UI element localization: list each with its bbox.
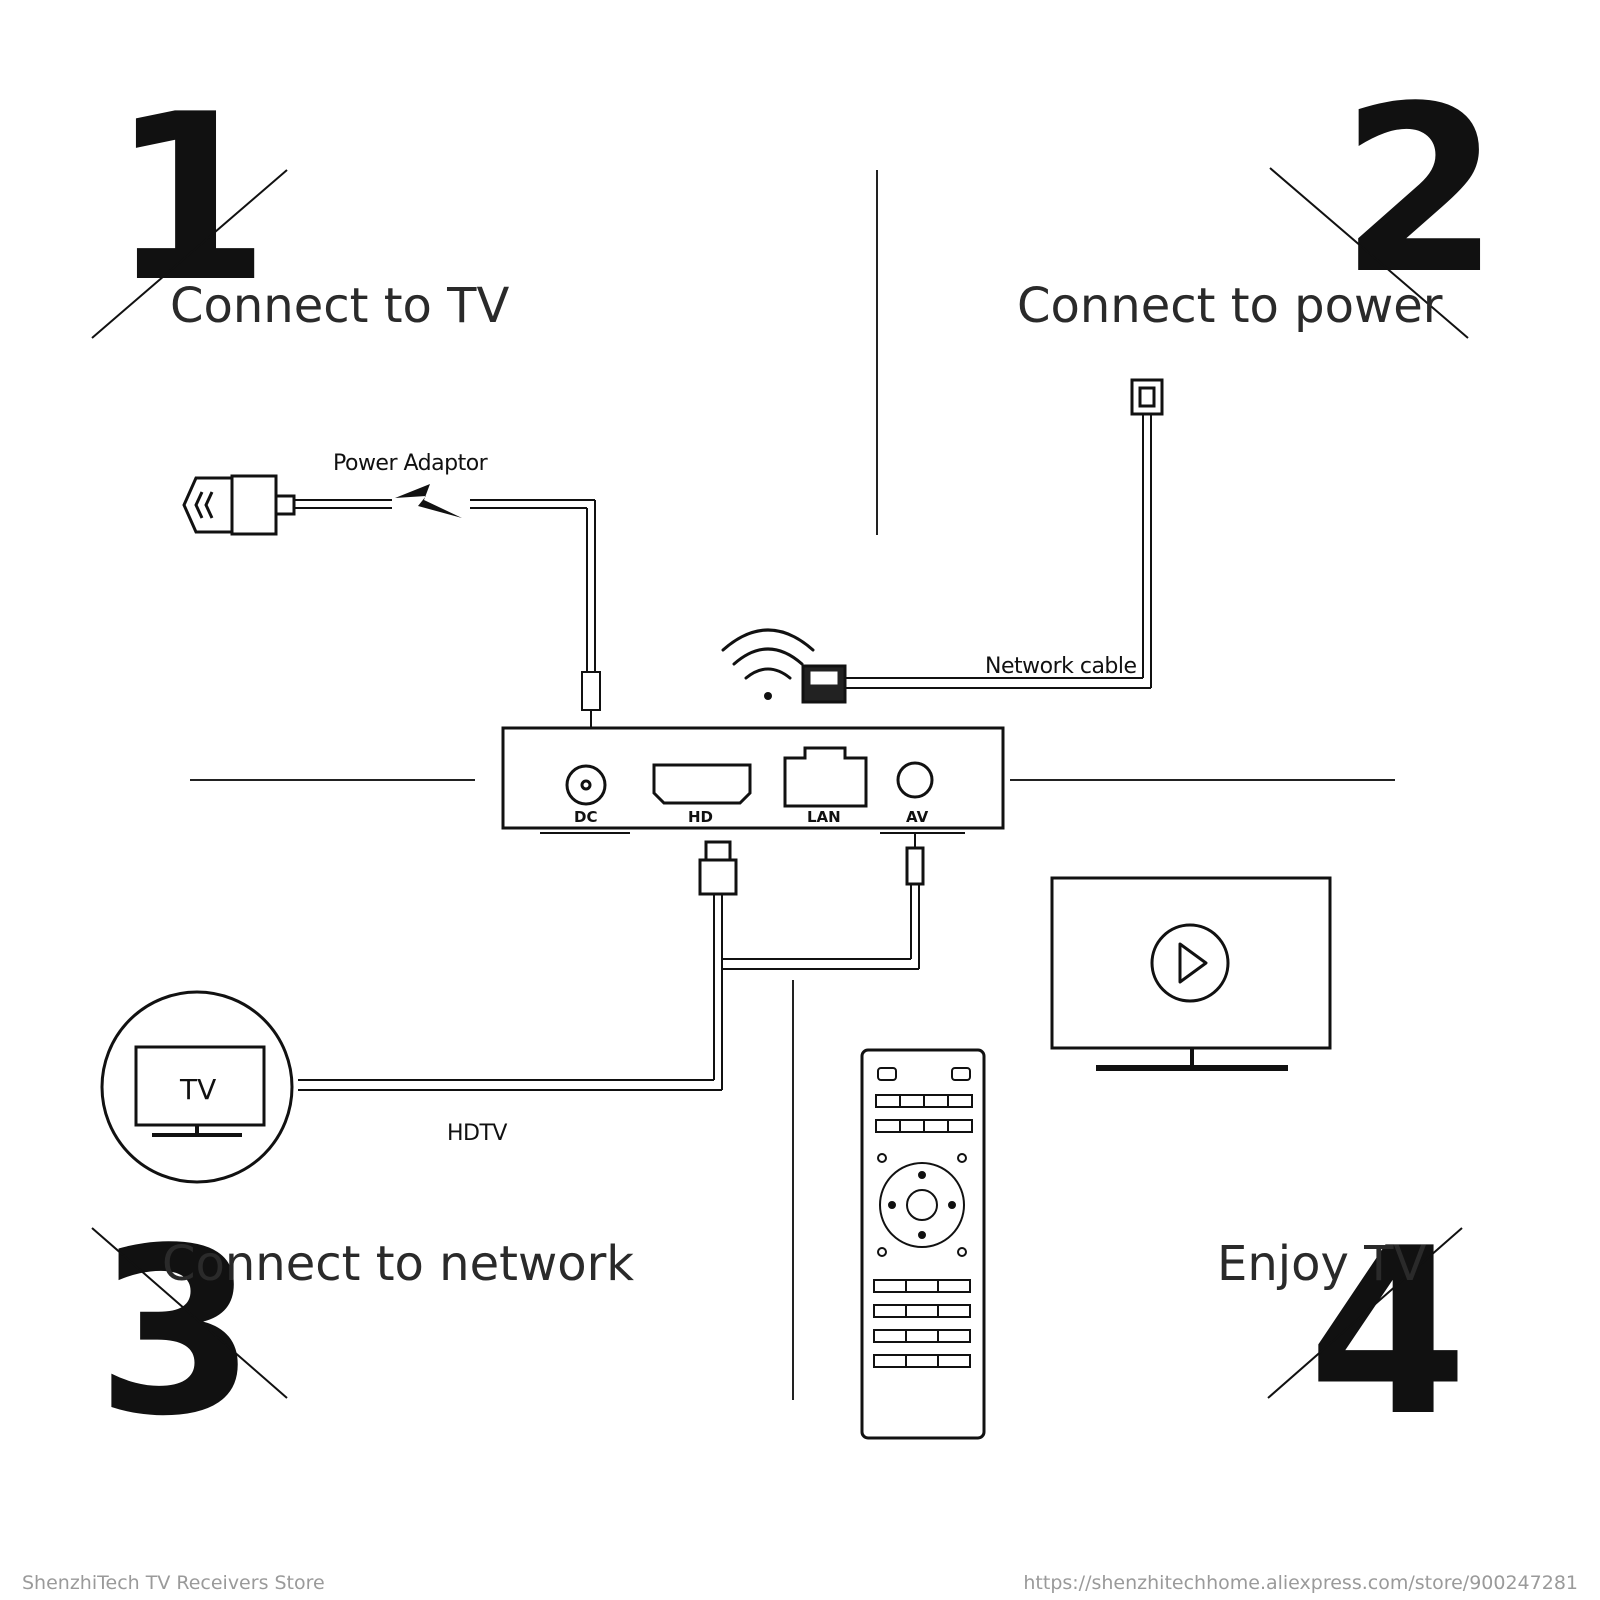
av-cable (722, 832, 925, 970)
hd-port-label: HD (688, 808, 713, 826)
tv-icon: TV (100, 990, 294, 1184)
step-3-slash (91, 1227, 288, 1399)
step-4: 4 Enjoy TV (1217, 1200, 1468, 1467)
network-cable-label: Network cable (985, 654, 1137, 679)
lightning-icon (395, 484, 462, 518)
footer-store-name: ShenzhiTech TV Receivers Store (22, 1572, 325, 1594)
step-4-title: Enjoy TV (1217, 1236, 1426, 1292)
step-3-number: 3 (96, 1200, 256, 1467)
step-2: 2 Connect to power (1017, 58, 1500, 339)
plug-icon (182, 474, 296, 536)
step-4-slash (1267, 1227, 1463, 1399)
step-1-number: 1 (110, 66, 270, 333)
dc-port (565, 764, 607, 806)
play-icon (1150, 923, 1230, 1003)
hdtv-label: HDTV (447, 1121, 507, 1146)
set-top-box: DC HD LAN AV (501, 726, 1005, 834)
step-2-title: Connect to power (1017, 278, 1443, 334)
av-port (896, 761, 934, 799)
step-3: 3 Connect to network (91, 1200, 634, 1467)
step-1: 1 Connect to TV (91, 66, 509, 339)
network-cable (845, 414, 1152, 689)
play-tv (1050, 876, 1332, 1071)
dc-port-label: DC (574, 808, 597, 826)
lan-port-label: LAN (807, 808, 841, 826)
ethernet-plug-icon (801, 378, 1164, 704)
power-cable (294, 499, 601, 728)
step-1-title: Connect to TV (170, 278, 509, 334)
step-2-number: 2 (1340, 58, 1500, 325)
remote-control-icon (860, 1048, 986, 1440)
step-4-number: 4 (1308, 1200, 1468, 1467)
av-port-label: AV (906, 808, 929, 826)
lan-port (783, 746, 868, 808)
tv-icon-label: TV (179, 1073, 216, 1106)
step-2-slash (1269, 167, 1469, 339)
hdmi-cable (298, 840, 738, 1091)
wifi-icon (721, 628, 815, 700)
power-adaptor-label: Power Adaptor (333, 451, 489, 476)
footer-store-url[interactable]: https://shenzhitechhome.aliexpress.com/s… (1023, 1572, 1578, 1594)
divider-lines (190, 170, 1395, 1400)
hd-port (652, 763, 752, 805)
step-1-slash (91, 169, 288, 339)
step-3-title: Connect to network (162, 1236, 634, 1292)
